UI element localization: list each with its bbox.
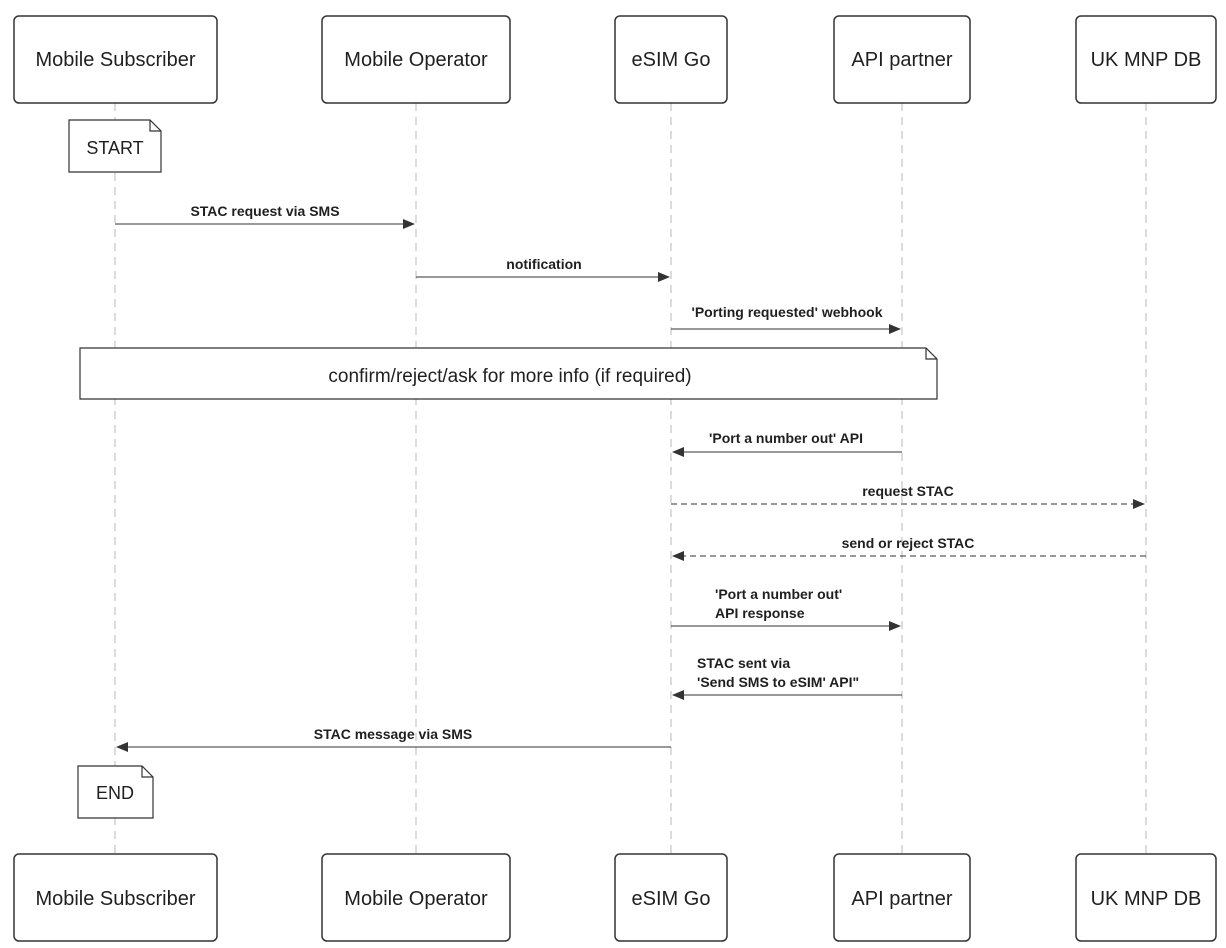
actor-label: UK MNP DB: [1091, 49, 1202, 71]
actor-label: Mobile Subscriber: [35, 888, 195, 910]
actor-box-subscriber-bottom: Mobile Subscriber: [13, 853, 218, 942]
message-label: STAC request via SMS: [190, 203, 339, 219]
actor-box-esimgo-bottom: eSIM Go: [614, 853, 728, 942]
actor-label: eSIM Go: [632, 888, 711, 910]
actor-box-esimgo-top: eSIM Go: [614, 15, 728, 104]
message-label: request STAC: [862, 483, 954, 499]
message-port-out-response: 'Port a number out' API response: [671, 586, 901, 631]
actor-box-partner-top: API partner: [833, 15, 971, 104]
message-label: STAC sent via: [697, 655, 790, 671]
message-stac-sent: STAC sent via 'Send SMS to eSIM' API": [672, 655, 902, 700]
note-end: END: [77, 765, 154, 819]
message-label: STAC message via SMS: [314, 726, 472, 742]
actor-box-partner-bottom: API partner: [833, 853, 971, 942]
actors-bottom: Mobile Subscriber Mobile Operator eSIM G…: [13, 853, 1217, 942]
actor-label: API partner: [851, 49, 953, 71]
actor-label: eSIM Go: [632, 49, 711, 71]
message-stac-request: STAC request via SMS: [115, 203, 415, 229]
message-stac-message: STAC message via SMS: [116, 726, 671, 752]
message-request-stac: request STAC: [671, 483, 1145, 509]
actor-box-operator-bottom: Mobile Operator: [321, 853, 511, 942]
messages: STAC request via SMS notification 'Porti…: [115, 203, 1146, 752]
message-notification: notification: [416, 256, 670, 282]
message-label: 'Porting requested' webhook: [691, 304, 882, 320]
actor-box-mnpdb-top: UK MNP DB: [1075, 15, 1217, 104]
actor-box-operator-top: Mobile Operator: [321, 15, 511, 104]
message-label: 'Port a number out' API: [709, 430, 863, 446]
message-label: API response: [715, 605, 805, 621]
actor-box-mnpdb-bottom: UK MNP DB: [1075, 853, 1217, 942]
message-label: send or reject STAC: [842, 535, 975, 551]
message-label: notification: [506, 256, 581, 272]
actor-label: UK MNP DB: [1091, 888, 1202, 910]
note-end-label: END: [96, 783, 134, 803]
note-confirm-label: confirm/reject/ask for more info (if req…: [328, 366, 691, 387]
actors-top: Mobile Subscriber Mobile Operator eSIM G…: [13, 15, 1217, 104]
actor-label: Mobile Subscriber: [35, 49, 195, 71]
actor-label: Mobile Operator: [344, 49, 488, 71]
note-confirm: confirm/reject/ask for more info (if req…: [79, 347, 938, 400]
message-label: 'Port a number out': [715, 586, 842, 602]
message-label: 'Send SMS to eSIM' API": [697, 674, 859, 690]
message-port-out-api: 'Port a number out' API: [672, 430, 902, 457]
note-start: START: [68, 119, 162, 173]
actor-label: API partner: [851, 888, 953, 910]
actor-label: Mobile Operator: [344, 888, 488, 910]
message-porting-webhook: 'Porting requested' webhook: [671, 304, 901, 334]
note-start-label: START: [86, 138, 143, 158]
actor-box-subscriber-top: Mobile Subscriber: [13, 15, 218, 104]
message-send-reject-stac: send or reject STAC: [672, 535, 1146, 561]
